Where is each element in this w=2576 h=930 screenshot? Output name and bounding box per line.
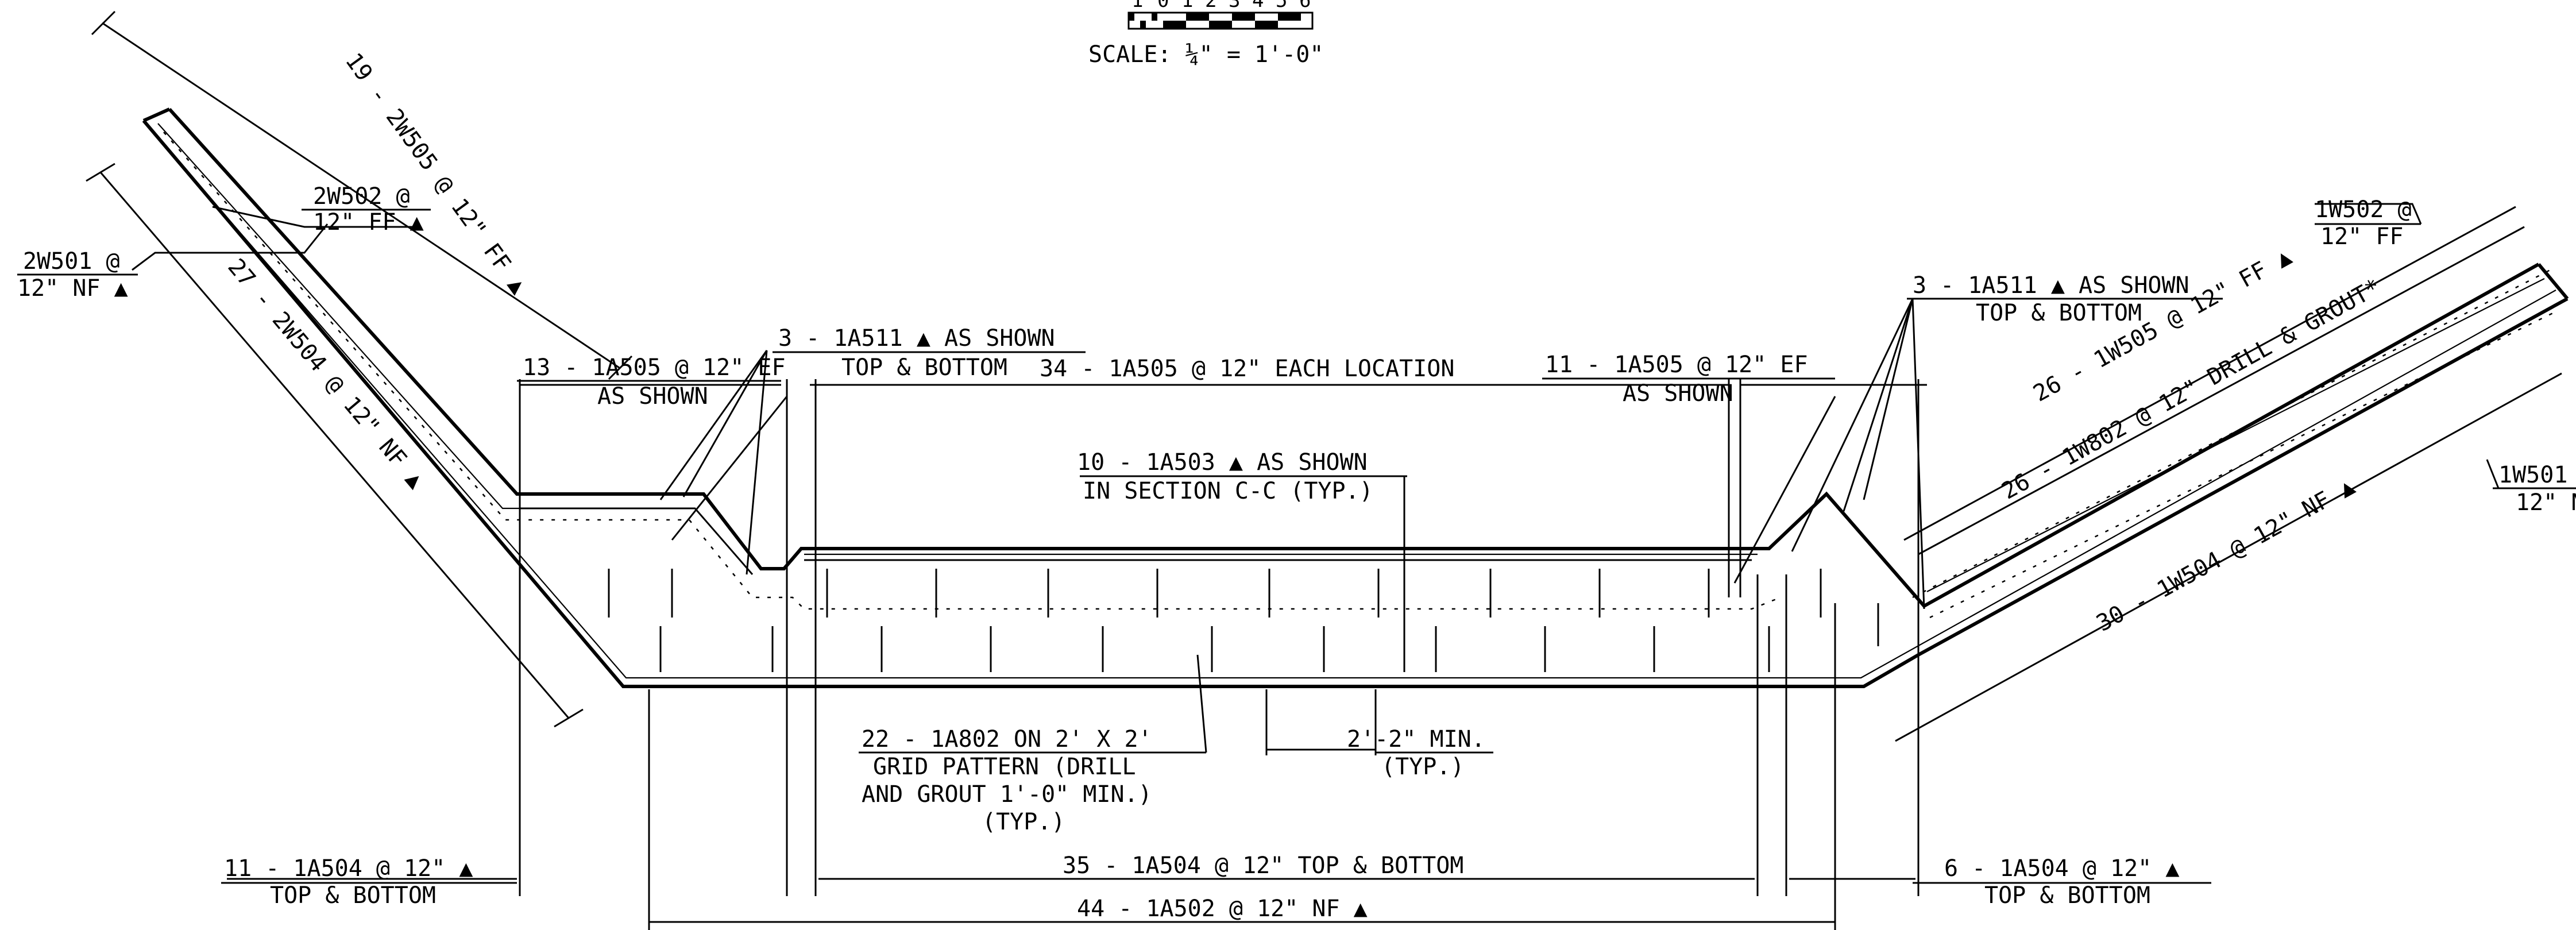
annotation-labels: 19 - 2W505 @ 12" FF ▲ 2W502 @ 12" FF ▲ 2… bbox=[17, 48, 2576, 922]
scale-label: SCALE: ¼" = 1'-0" bbox=[1088, 41, 1323, 68]
label-right-1a511-line1: 3 - 1A511 ▲ AS SHOWN bbox=[1913, 272, 2189, 299]
label-left-wing-top: 19 - 2W505 @ 12" FF ▲ bbox=[340, 48, 532, 299]
label-left-wing-bottom: 27 - 2W504 @ 12" NF ▲ bbox=[222, 254, 429, 493]
label-left-1a511-line2: TOP & BOTTOM bbox=[841, 354, 1007, 381]
label-1w501-line2: 12" N bbox=[2516, 489, 2576, 516]
label-right-1a511-line2: TOP & BOTTOM bbox=[1976, 300, 2142, 326]
scale-tick-0: 0 bbox=[1157, 0, 1169, 12]
label-min-line2: (TYP.) bbox=[1381, 754, 1465, 780]
label-left-1a505-line1: 13 - 1A505 @ 12" EF bbox=[523, 354, 786, 381]
label-min-line1: 2'-2" MIN. bbox=[1347, 726, 1485, 753]
label-left-1a505-line2: AS SHOWN bbox=[597, 383, 708, 410]
label-bottom-left-line2: TOP & BOTTOM bbox=[270, 882, 436, 909]
dowel-bars bbox=[608, 569, 1879, 672]
label-dowel-line4: (TYP.) bbox=[982, 809, 1065, 835]
rebar-lines bbox=[150, 123, 2559, 679]
scale-tick-1a: 1 bbox=[1131, 0, 1143, 12]
label-bottom-left-line1: 11 - 1A504 @ 12" ▲ bbox=[224, 855, 473, 882]
leader-lines bbox=[132, 203, 2576, 753]
label-dowel-line3: AND GROUT 1'-0" MIN.) bbox=[862, 781, 1152, 808]
label-underlines bbox=[17, 209, 2576, 884]
label-dowel-line1: 22 - 1A802 ON 2' X 2' bbox=[862, 726, 1152, 753]
scale-tick-3: 3 bbox=[1229, 0, 1240, 12]
label-2w502-line1: 2W502 @ bbox=[313, 183, 410, 210]
scale-tick-1: 1 bbox=[1181, 0, 1193, 12]
label-bottom-right-line1: 6 - 1A504 @ 12" ▲ bbox=[1944, 855, 2179, 882]
label-2w501-line2: 12" NF ▲ bbox=[17, 275, 128, 302]
label-1a503-line2: IN SECTION C-C (TYP.) bbox=[1083, 478, 1373, 504]
label-1a503-line1: 10 - 1A503 ▲ AS SHOWN bbox=[1077, 449, 1368, 476]
scale-tick-5: 5 bbox=[1276, 0, 1287, 12]
label-dowel-line2: GRID PATTERN (DRILL bbox=[873, 754, 1136, 780]
label-bottom-total: 44 - 1A502 @ 12" NF ▲ bbox=[1077, 896, 1368, 922]
scale-bar: 1 0 1 2 3 4 5 6 SCALE: ¼" = 1'-0" bbox=[1088, 0, 1323, 68]
label-1w502-line1: 1W502 @ bbox=[2315, 196, 2412, 223]
scale-tick-2: 2 bbox=[1205, 0, 1216, 12]
concrete-outline bbox=[142, 107, 2569, 688]
label-bottom-right-line2: TOP & BOTTOM bbox=[1984, 882, 2150, 909]
label-left-1a511-line1: 3 - 1A511 ▲ AS SHOWN bbox=[778, 325, 1055, 352]
scale-tick-4: 4 bbox=[1252, 0, 1264, 12]
label-bottom-center: 35 - 1A504 @ 12" TOP & BOTTOM bbox=[1063, 852, 1463, 879]
label-right-1a505-line2: AS SHOWN bbox=[1623, 380, 1733, 407]
label-2w501-line1: 2W501 @ bbox=[23, 248, 120, 275]
label-right-1a505-line1: 11 - 1A505 @ 12" EF bbox=[1545, 352, 1808, 378]
label-1w502-line2: 12" FF bbox=[2320, 223, 2404, 250]
dimension-lines bbox=[86, 10, 2562, 930]
label-1w504: 30 - 1W504 @ 12" NF ▲ bbox=[2092, 473, 2359, 636]
label-center-1a505: 34 - 1A505 @ 12" EACH LOCATION bbox=[1040, 356, 1454, 382]
label-2w502-line2: 12" FF ▲ bbox=[313, 209, 424, 236]
label-1w501-line1: 1W501 bbox=[2498, 462, 2567, 488]
scale-tick-6: 6 bbox=[1299, 0, 1311, 12]
